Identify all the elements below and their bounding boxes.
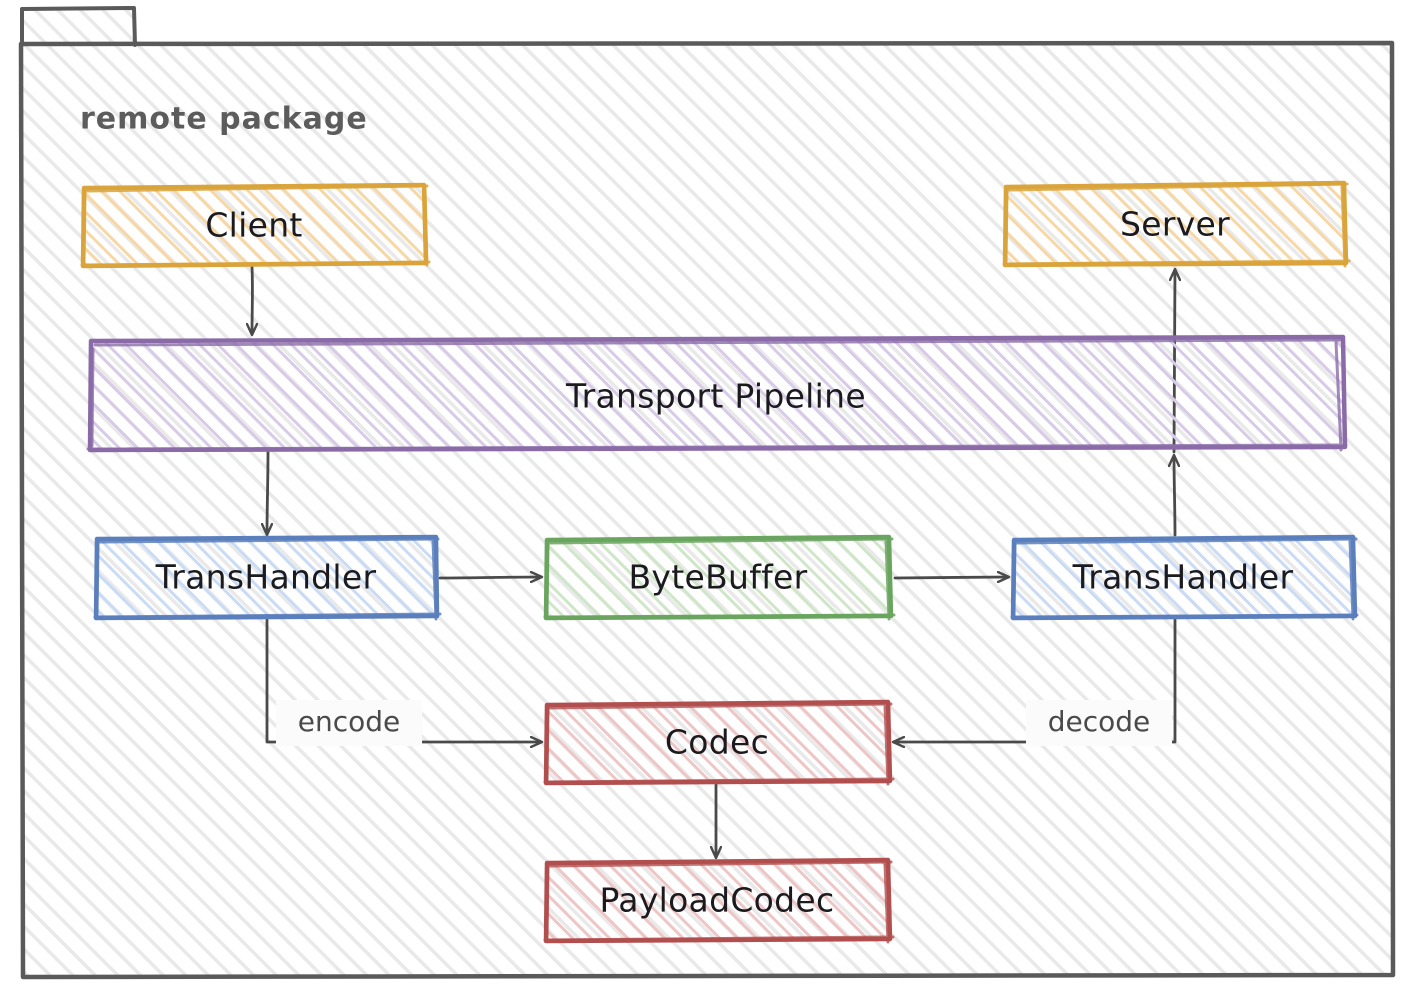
client-box-sketch	[80, 184, 431, 267]
decode-label: decode	[1048, 705, 1151, 738]
bytebuffer-label: ByteBuffer	[628, 558, 807, 597]
transhandler-left-label: TransHandler	[155, 558, 377, 597]
payloadcodec-label: PayloadCodec	[600, 881, 835, 920]
edge-transhandler-to-bytebuffer	[438, 577, 541, 578]
package-tab	[20, 6, 137, 47]
node-client[interactable]: Client	[80, 182, 431, 269]
edge-encode	[265, 618, 541, 742]
payloadcodec-box-sketch	[543, 860, 895, 944]
codec-label: Codec	[665, 723, 769, 762]
encode-label-group: encode	[276, 700, 422, 746]
edge-bytebuffer-to-transhandler	[893, 577, 1008, 578]
bytebuffer-box-sketch	[543, 537, 896, 621]
edge-decode	[894, 618, 1177, 742]
node-transhandler-left[interactable]: TransHandler	[93, 534, 442, 621]
client-label: Client	[205, 206, 302, 245]
node-server[interactable]: Server	[1002, 180, 1351, 268]
edge-labels-layer: encode decode	[276, 700, 1172, 746]
package-label: remote package	[80, 102, 368, 137]
package-container: remote package	[18, 6, 1396, 980]
node-transhandler-right[interactable]: TransHandler	[1010, 534, 1359, 621]
server-box-sketch	[1002, 182, 1351, 268]
transport-pipeline-box-sketch	[86, 338, 1348, 452]
transport-pipeline-label: Transport Pipeline	[565, 377, 866, 416]
decode-label-bg	[1026, 700, 1172, 746]
node-payloadcodec[interactable]: PayloadCodec	[543, 857, 895, 944]
encode-label: encode	[298, 705, 401, 738]
node-bytebuffer[interactable]: ByteBuffer	[543, 534, 896, 621]
node-codec[interactable]: Codec	[543, 699, 895, 786]
transhandler-right-label: TransHandler	[1072, 558, 1294, 597]
transhandler-right-box-sketch	[1010, 537, 1359, 621]
server-label: Server	[1120, 205, 1230, 244]
transport-pipeline-box[interactable]	[87, 334, 1348, 453]
encode-label-bg	[276, 700, 422, 746]
decode-label-group: decode	[1026, 700, 1172, 746]
transhandler-left-box-sketch	[93, 537, 442, 621]
edge-pipeline-to-transhandler	[267, 450, 268, 534]
node-transport-pipeline[interactable]: Transport Pipeline	[86, 334, 1348, 453]
codec-box-sketch	[543, 702, 895, 786]
edge-transhandler-to-pipeline	[1174, 456, 1175, 537]
